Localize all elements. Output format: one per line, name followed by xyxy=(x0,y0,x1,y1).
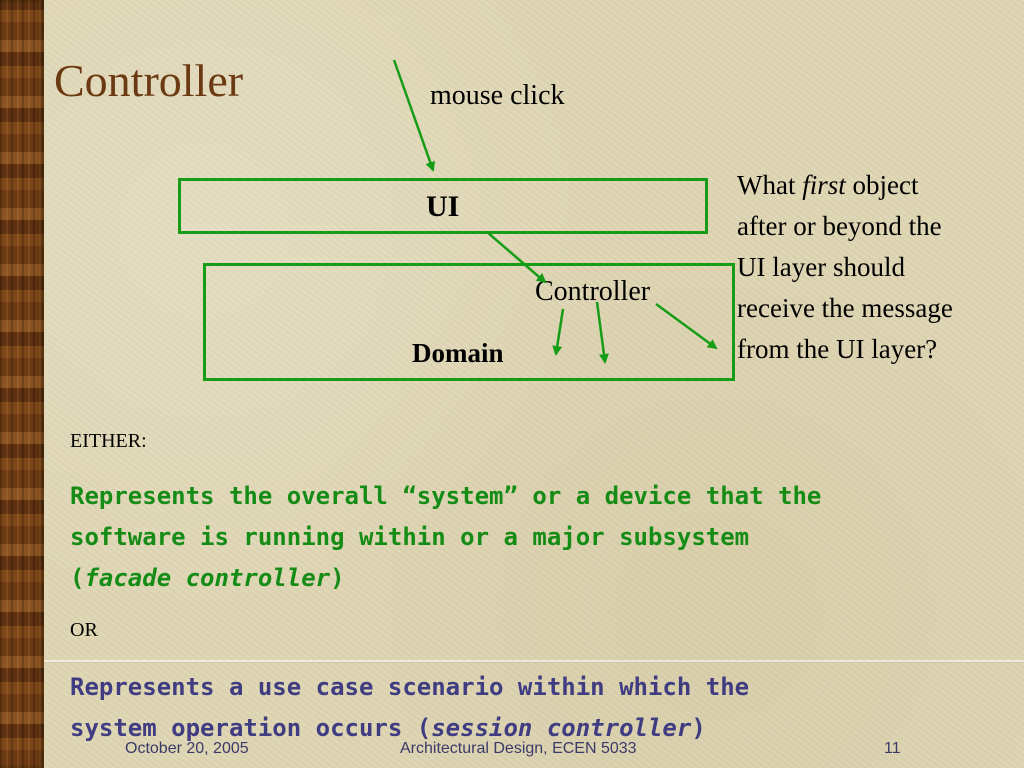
footer-divider xyxy=(44,660,1024,663)
option-session-controller: Represents a use case scenario within wh… xyxy=(70,667,749,749)
question-line-1: What first object xyxy=(737,170,919,200)
arrow-controller-2 xyxy=(595,301,609,364)
or-label: OR xyxy=(70,619,98,641)
question-line-3: UI layer should xyxy=(737,252,905,282)
facade-controller-term: facade controller xyxy=(84,564,331,592)
emphasis-first: first xyxy=(802,170,846,200)
ui-layer-box xyxy=(178,178,708,234)
question-line-5: from the UI layer? xyxy=(737,334,938,364)
arrow-ui-to-controller xyxy=(486,231,547,284)
slide-title: Controller xyxy=(54,55,244,106)
mouse-click-label: mouse click xyxy=(430,80,565,111)
option1-line-3: (facade controller) xyxy=(70,564,345,592)
option1-line-2: software is running within or a major su… xyxy=(70,523,750,551)
session-controller-term: session controller xyxy=(431,714,692,742)
arrow-mouse-to-ui xyxy=(392,59,436,172)
wood-border xyxy=(0,0,44,768)
question-line-4: receive the message xyxy=(737,293,953,323)
question-text: What first object after or beyond the UI… xyxy=(737,165,1017,370)
footer-date: October 20, 2005 xyxy=(125,740,249,757)
ui-label: UI xyxy=(426,190,460,223)
option1-line-1: Represents the overall “system” or a dev… xyxy=(70,482,822,510)
footer-course: Architectural Design, ECEN 5033 xyxy=(400,740,637,757)
either-label: EITHER: xyxy=(70,430,147,452)
controller-label: Controller xyxy=(535,276,651,307)
option2-line-1: Represents a use case scenario within wh… xyxy=(70,673,750,701)
option2-line-2: system operation occurs (session control… xyxy=(70,714,706,742)
domain-layer-box xyxy=(203,263,735,381)
arrow-controller-3 xyxy=(655,302,718,350)
question-line-2: after or beyond the xyxy=(737,211,942,241)
option-facade-controller: Represents the overall “system” or a dev… xyxy=(70,476,821,599)
arrow-controller-1 xyxy=(552,308,565,356)
footer-page-number: 11 xyxy=(884,740,901,757)
domain-label: Domain xyxy=(412,338,504,368)
